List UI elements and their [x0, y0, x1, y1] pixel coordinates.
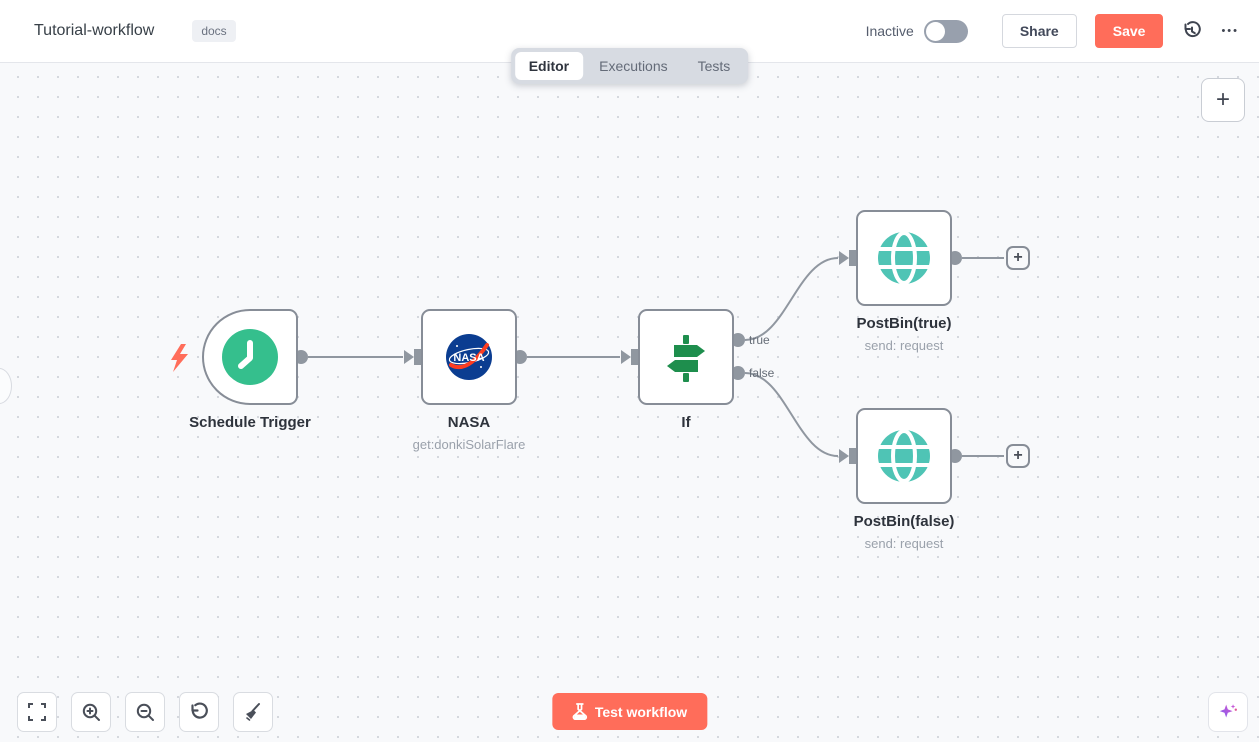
workflow-title[interactable]: Tutorial-workflow — [34, 22, 155, 39]
tab-executions[interactable]: Executions — [599, 58, 668, 74]
globe-icon — [878, 429, 930, 483]
tidy-up-button[interactable] — [233, 692, 273, 732]
output-port-label-true: true — [749, 333, 770, 347]
node-label: Schedule Trigger — [189, 414, 311, 431]
history-icon[interactable] — [1181, 20, 1203, 42]
save-button[interactable]: Save — [1094, 14, 1164, 48]
workflow-status-label: Inactive — [865, 23, 914, 39]
zoom-out-button[interactable] — [125, 692, 165, 732]
svg-text:NASA: NASA — [453, 352, 484, 364]
undo-icon — [191, 702, 208, 719]
add-node-button[interactable]: + — [1201, 78, 1245, 122]
flask-icon — [572, 703, 587, 720]
node-subtitle: send: request — [864, 338, 944, 353]
ai-assistant-button[interactable] — [1208, 692, 1248, 732]
workflow-tag[interactable]: docs — [192, 20, 236, 42]
add-connected-node-button[interactable]: + — [1006, 444, 1030, 468]
node-subtitle: get:donkiSolarFlare — [412, 437, 526, 452]
node-label: If — [681, 414, 691, 431]
output-port-label-false: false — [749, 366, 775, 380]
share-button[interactable]: Share — [1001, 14, 1077, 48]
zoom-in-button[interactable] — [71, 692, 111, 732]
node-postbin-false[interactable] — [856, 408, 952, 504]
active-toggle[interactable] — [923, 19, 968, 43]
sparkles-icon — [1219, 704, 1237, 718]
zoom-in-icon — [82, 703, 100, 721]
canvas-controls — [17, 692, 273, 732]
add-connected-node-button[interactable]: + — [1006, 246, 1030, 270]
collapsed-panel-handle[interactable] — [0, 368, 12, 404]
tab-tests[interactable]: Tests — [697, 58, 731, 74]
zoom-out-icon — [136, 703, 154, 721]
test-workflow-button[interactable]: Test workflow — [551, 693, 708, 730]
node-if[interactable] — [638, 309, 734, 405]
node-label: PostBin(false) — [853, 513, 955, 530]
signpost-icon — [667, 335, 705, 382]
node-schedule-trigger[interactable] — [202, 309, 298, 405]
connection-edges — [171, 250, 1004, 464]
clock-icon — [222, 329, 278, 385]
toggle-knob — [925, 21, 945, 41]
node-postbin-true[interactable] — [856, 210, 952, 306]
fit-view-button[interactable] — [17, 692, 57, 732]
node-label: NASA — [447, 414, 491, 431]
more-menu-icon[interactable]: ••• — [1221, 25, 1239, 37]
globe-icon — [878, 231, 930, 285]
broom-icon — [246, 703, 260, 721]
node-subtitle: send: request — [864, 536, 944, 551]
fit-view-icon — [28, 703, 46, 721]
workflow-canvas[interactable]: Schedule Trigger NASA NASA get:donkiSola… — [0, 63, 1259, 742]
view-tabs: Editor Executions Tests — [510, 48, 749, 84]
reset-zoom-button[interactable] — [179, 692, 219, 732]
node-label: PostBin(true) — [856, 315, 952, 332]
trigger-bolt-icon — [171, 344, 188, 372]
test-workflow-label: Test workflow — [594, 703, 688, 720]
nasa-logo-icon: NASA — [446, 334, 492, 380]
tab-editor[interactable]: Editor — [514, 52, 584, 80]
node-nasa[interactable]: NASA — [421, 309, 517, 405]
top-bar: Tutorial-workflow docs Inactive Share Sa… — [0, 0, 1259, 63]
